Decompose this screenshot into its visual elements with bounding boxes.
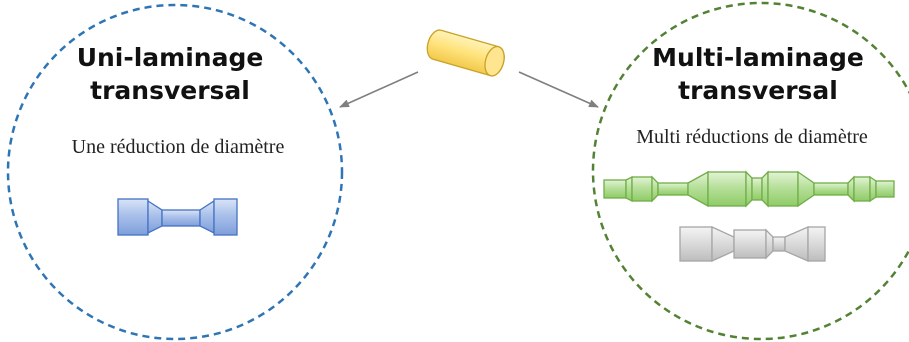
single-reduction-part-icon — [117, 198, 238, 236]
left-panel-circle — [6, 3, 344, 341]
left-panel-subtitle: Une réduction de diamètre — [72, 136, 285, 158]
right-panel-title-line2: transversal — [678, 76, 838, 105]
right-panel: Multi-laminage transversal Multi réducti… — [591, 1, 909, 341]
arrow-to-left-panel — [339, 71, 419, 108]
left-panel-title-line1: Uni-laminage — [77, 43, 264, 72]
multi-reduction-part-grey-icon — [679, 225, 826, 263]
cylinder-billet-icon — [426, 29, 505, 77]
arrow-to-right-panel — [518, 71, 599, 108]
right-panel-title-line1: Multi-laminage — [652, 43, 864, 72]
right-panel-subtitle: Multi réductions de diamètre — [636, 126, 868, 148]
multi-reduction-part-icon — [603, 170, 895, 208]
left-panel: Uni-laminage transversal Une réduction d… — [6, 3, 344, 341]
arrows — [339, 71, 599, 108]
left-panel-title-line2: transversal — [90, 76, 250, 105]
